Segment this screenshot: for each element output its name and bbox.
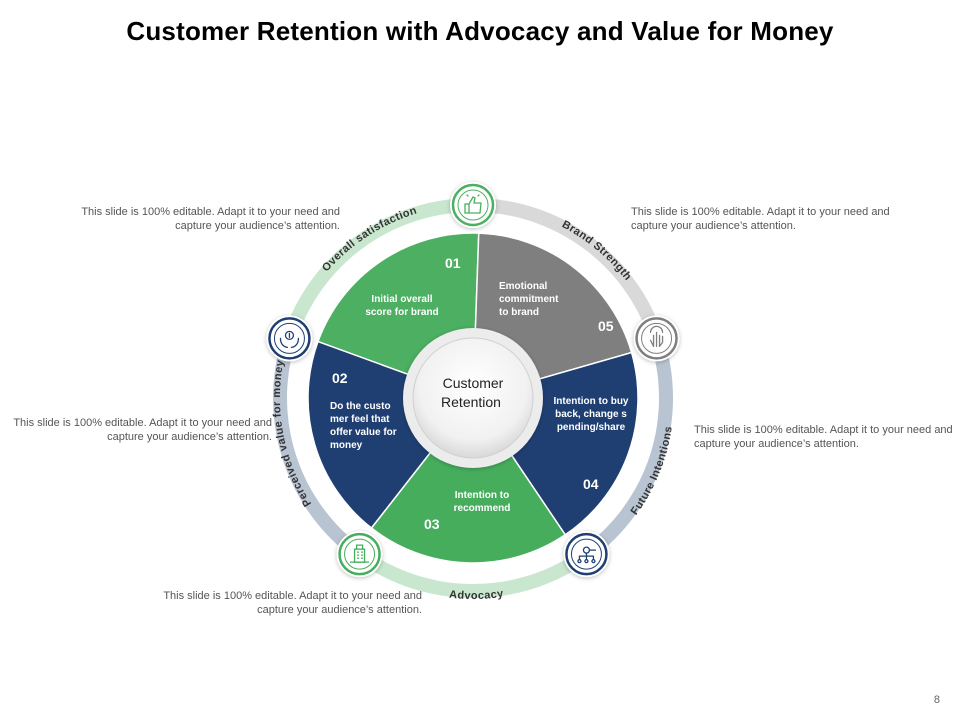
- segment-number-04: 04: [583, 476, 599, 492]
- note-mid-left: This slide is 100% editable. Adapt it to…: [13, 417, 272, 443]
- hands-money-icon: [266, 315, 313, 362]
- segment-number-05: 05: [598, 318, 614, 334]
- note-top-left: This slide is 100% editable. Adapt it to…: [81, 206, 340, 232]
- ring-label-advocacy: Advocacy: [449, 588, 505, 602]
- segment-number-02: 02: [332, 370, 348, 386]
- thumbs-up-icon: [450, 182, 496, 228]
- center-label-line2: Retention: [441, 394, 501, 410]
- ring-band-future-intentions: [577, 342, 673, 564]
- note-bottom: This slide is 100% editable. Adapt it to…: [163, 590, 422, 616]
- segment-number-01: 01: [445, 255, 461, 271]
- ring-label-future-intentions: Future Intentions: [629, 425, 675, 517]
- slide-title: Customer Retention with Advocacy and Val…: [126, 16, 834, 46]
- network-target-icon: [563, 531, 610, 578]
- center-circle: [412, 337, 534, 459]
- note-mid-right: This slide is 100% editable. Adapt it to…: [694, 424, 953, 450]
- ring-band-brand-strength: [479, 198, 666, 347]
- note-top-right: This slide is 100% editable. Adapt it to…: [631, 206, 890, 232]
- page-number: 8: [933, 694, 940, 706]
- touch-gesture-icon: [633, 315, 680, 362]
- segment-number-03: 03: [424, 516, 440, 532]
- ring-band-advocacy: [349, 544, 585, 599]
- segment-03: [370, 396, 567, 564]
- center-label-line1: Customer: [443, 375, 504, 391]
- office-building-icon: [336, 531, 383, 578]
